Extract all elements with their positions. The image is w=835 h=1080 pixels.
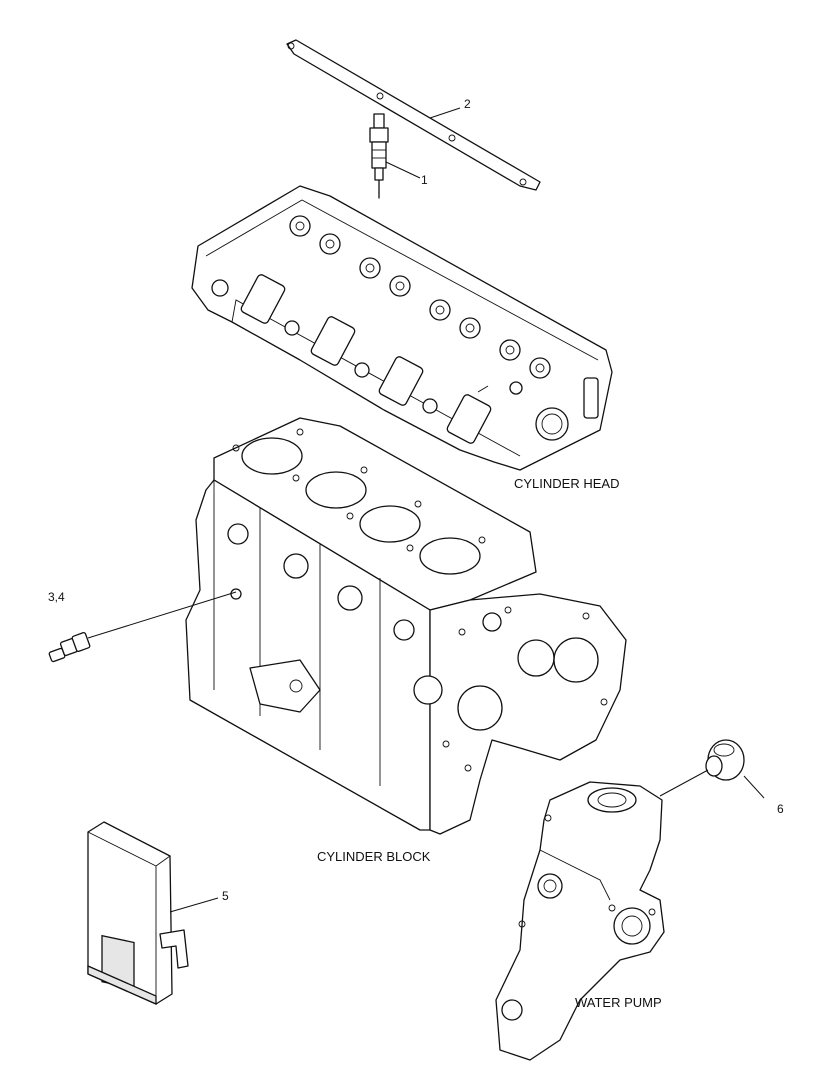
cylinder-head [191, 185, 613, 471]
label-cylinder-block: CYLINDER BLOCK [317, 849, 431, 864]
callout-2: 2 [464, 97, 471, 111]
water-pump [495, 769, 709, 1061]
thermostat [705, 739, 765, 799]
leader-1 [385, 161, 421, 179]
label-water-pump: WATER PUMP [575, 995, 662, 1010]
temperature-sensor [48, 591, 237, 663]
callout-5: 5 [222, 889, 229, 903]
leader-head [477, 385, 489, 393]
control-unit [87, 821, 189, 1005]
callout-6: 6 [777, 802, 784, 816]
cylinder-block [185, 417, 627, 835]
leader-5 [169, 897, 219, 913]
connector-plate [286, 39, 541, 191]
callout-1: 1 [421, 173, 428, 187]
callout-3-4: 3,4 [48, 590, 65, 604]
leader-2 [429, 107, 461, 119]
label-cylinder-head: CYLINDER HEAD [514, 476, 620, 491]
glow-plug [369, 113, 389, 199]
